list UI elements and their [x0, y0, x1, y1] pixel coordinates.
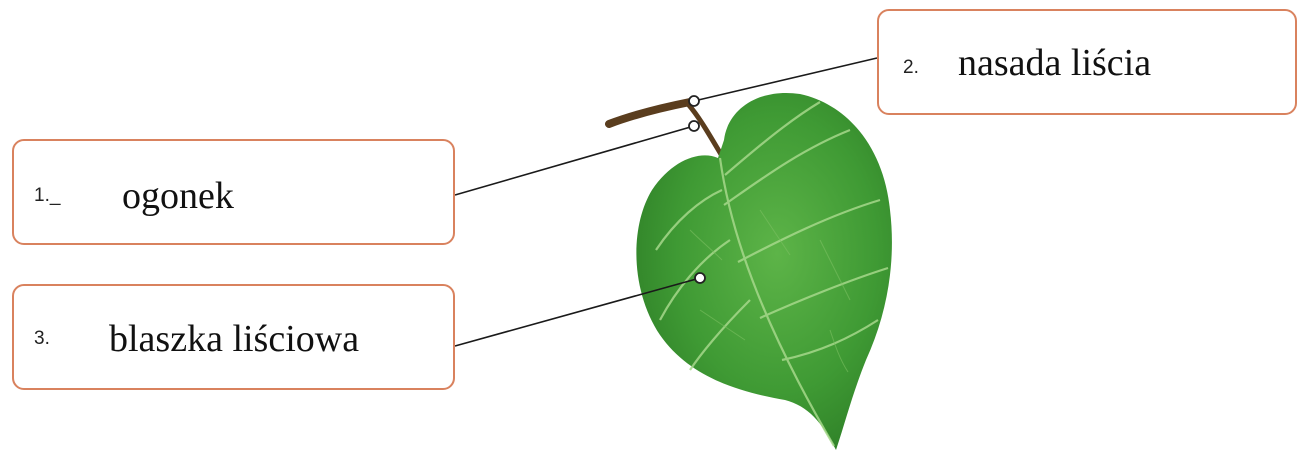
label-box-ogonek: 1._ ogonek	[12, 139, 455, 245]
label-text: ogonek	[122, 174, 234, 218]
label-number: 3.	[34, 328, 50, 350]
label-text: nasada liścia	[958, 41, 1151, 85]
label-number: 2.	[903, 57, 919, 79]
label-box-nasada-liscia: 2. nasada liścia	[877, 9, 1297, 115]
leaf-icon	[636, 93, 892, 450]
leaf-blade	[636, 93, 892, 450]
label-text: blaszka liściowa	[109, 317, 359, 361]
twig	[609, 102, 690, 124]
label-box-blaszka-lisciowa: 3. blaszka liściowa	[12, 284, 455, 390]
marker-3	[695, 273, 705, 283]
marker-2	[689, 96, 699, 106]
marker-1	[689, 121, 699, 131]
label-number: 1._	[34, 185, 60, 207]
